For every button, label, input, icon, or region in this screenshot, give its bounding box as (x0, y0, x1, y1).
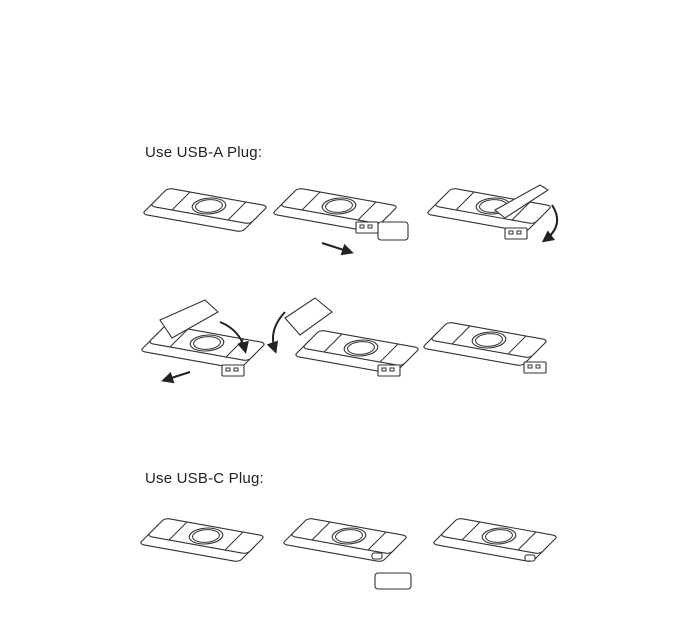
rotate-arrow (219, 321, 249, 354)
usb-c-heading: Use USB-C Plug: (145, 470, 264, 487)
usbc-step-1-device-closed (138, 517, 266, 563)
step-5-device-fold-back (285, 298, 421, 377)
rotate-arrow (266, 311, 286, 354)
usbc-step-3-usb-c-ready (431, 517, 559, 563)
step-4-device-rotate (139, 300, 267, 377)
step-3-device-flip-up (425, 185, 553, 240)
usb-a-heading: Use USB-A Plug: (145, 144, 263, 161)
step-2-device-slide-out (271, 187, 408, 240)
step-6-device-usb-a-ready (421, 321, 549, 374)
usbc-step-2-remove-cap (281, 517, 411, 589)
step-1-device-closed (141, 187, 269, 233)
slide-arrow (161, 371, 191, 384)
rotate-arrow (541, 204, 559, 243)
slide-arrow (321, 242, 354, 256)
